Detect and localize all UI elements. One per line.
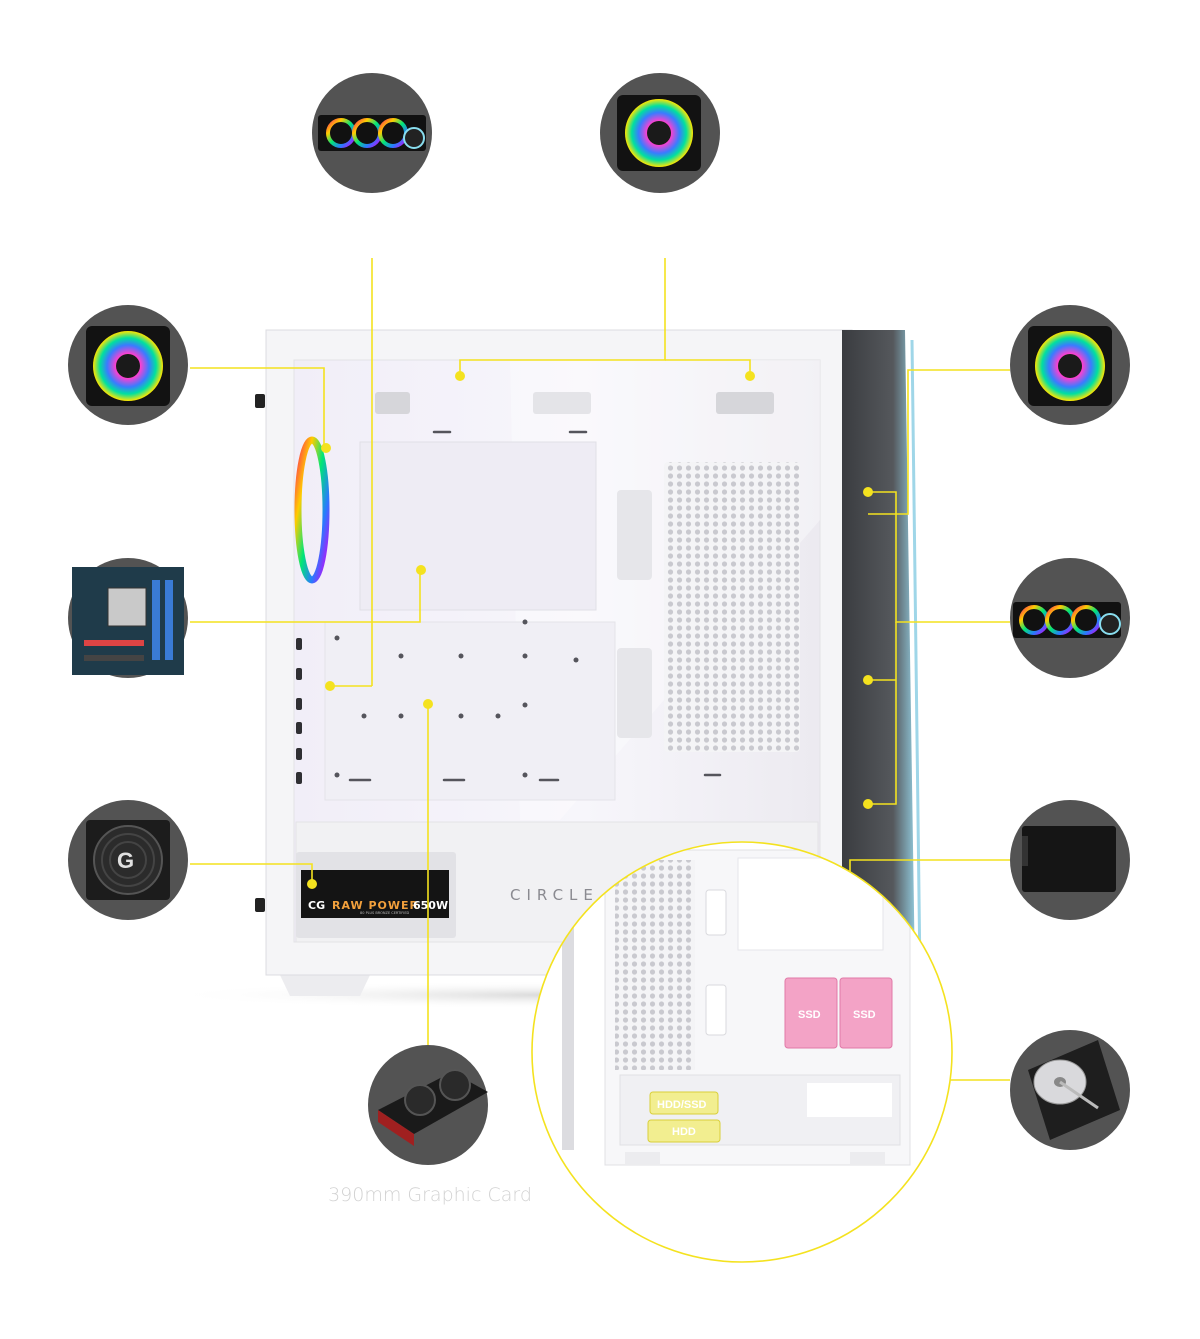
- ssd-bracket-2: [839, 977, 893, 1049]
- hdd-bay: [647, 1119, 721, 1143]
- svg-text:G: G: [117, 848, 134, 873]
- ssd-icon: [1010, 800, 1130, 920]
- ssd-bracket-1: [784, 977, 838, 1049]
- hdd-ssd-bay: [649, 1091, 719, 1115]
- psu-window-label: [301, 870, 449, 918]
- graphic-card-caption: 390mm Graphic Card: [328, 1184, 532, 1206]
- psu-name-text: RAW POWER: [332, 899, 419, 912]
- psu-icon: G: [68, 800, 188, 920]
- storage-inset: SSD SSD HDD/SSD HDD: [531, 841, 953, 1263]
- top-radiator-icon: [312, 73, 432, 193]
- ssd-label-1: SSD: [798, 1009, 821, 1021]
- psu-subtitle-text: 80 PLUS BRONZE CERTIFIED: [360, 911, 410, 915]
- psu-logo-text: CG: [308, 899, 325, 912]
- rear-fan-icon: [68, 305, 188, 425]
- hdd-ssd-label: HDD/SSD: [657, 1099, 707, 1111]
- case-foot: [280, 975, 370, 996]
- motherboard-icon: [68, 558, 188, 678]
- hdd-icon: [1010, 1030, 1130, 1150]
- hdd-label: HDD: [672, 1126, 696, 1138]
- pc-case: CG RAW POWER 650W 80 PLUS BRONZE CERTIFI…: [160, 329, 960, 1009]
- case-brand-text: CIRCLE: [510, 886, 599, 904]
- top-fan-icon: [600, 73, 720, 193]
- front-fan-icon: [1010, 305, 1130, 425]
- front-radiator-icon: [1010, 558, 1130, 678]
- ssd-label-2: SSD: [853, 1009, 876, 1021]
- graphics-card-icon: [368, 1045, 488, 1165]
- psu-wattage-text: 650W: [413, 899, 448, 912]
